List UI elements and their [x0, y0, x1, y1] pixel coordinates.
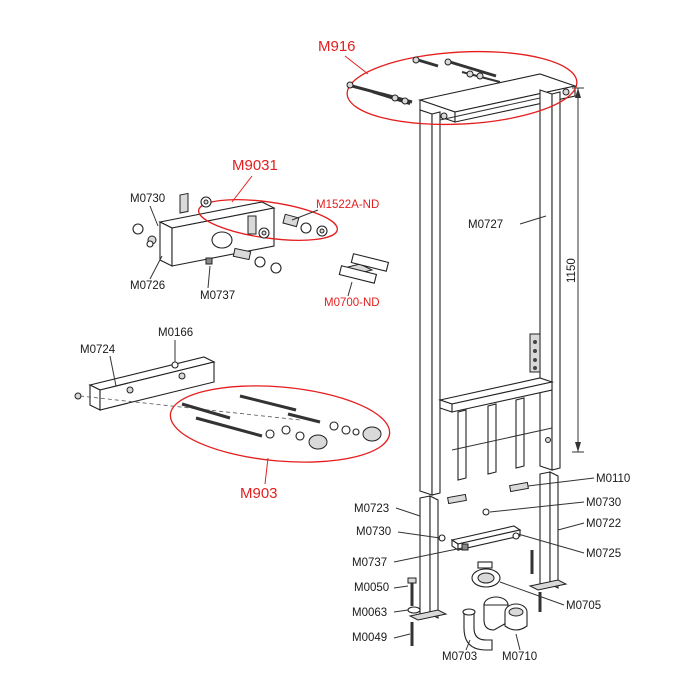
label-m9031: M9031 — [232, 157, 278, 174]
dimension-1150: 1150 — [566, 87, 584, 453]
label-m0710: M0710 — [502, 651, 537, 663]
lower-assembly — [407, 471, 568, 651]
label-m0730-c: M0730 — [356, 526, 391, 538]
dimension-label: 1150 — [566, 258, 578, 283]
label-m0725: M0725 — [586, 548, 621, 560]
label-m0730-b: M0730 — [586, 497, 621, 509]
label-m0049: M0049 — [352, 632, 387, 644]
label-m0737-a: M0737 — [200, 290, 235, 302]
group-m916: M916 — [318, 38, 578, 126]
label-m0730-a: M0730 — [130, 193, 165, 205]
label-m903: M903 — [240, 485, 278, 502]
bolt-set-m916 — [346, 56, 501, 105]
label-m0703: M0703 — [442, 651, 477, 663]
label-m1522a: M1522A-ND — [316, 199, 379, 211]
group-m903: M903 — [169, 385, 391, 502]
label-m0727: M0727 — [468, 219, 503, 231]
label-m0700: M0700-ND — [324, 297, 380, 309]
label-m916: M916 — [318, 38, 356, 55]
label-m0705: M0705 — [566, 600, 601, 612]
label-m0722: M0722 — [586, 518, 621, 530]
group-m9031: M9031 M0730 M0726 M0737 M1522A-ND — [130, 157, 379, 302]
group-m0724: M0724 M0166 — [74, 327, 301, 421]
label-m0737-b: M0737 — [352, 557, 387, 569]
label-m0724: M0724 — [80, 344, 116, 356]
label-m0166: M0166 — [158, 327, 193, 339]
label-m0726: M0726 — [130, 280, 165, 292]
label-m0110: M0110 — [596, 473, 630, 485]
label-m0063: M0063 — [352, 607, 387, 619]
label-m0723: M0723 — [354, 503, 389, 515]
group-m0700: M0700-ND — [324, 253, 390, 309]
label-m0050: M0050 — [354, 582, 389, 594]
main-frame — [417, 73, 578, 496]
